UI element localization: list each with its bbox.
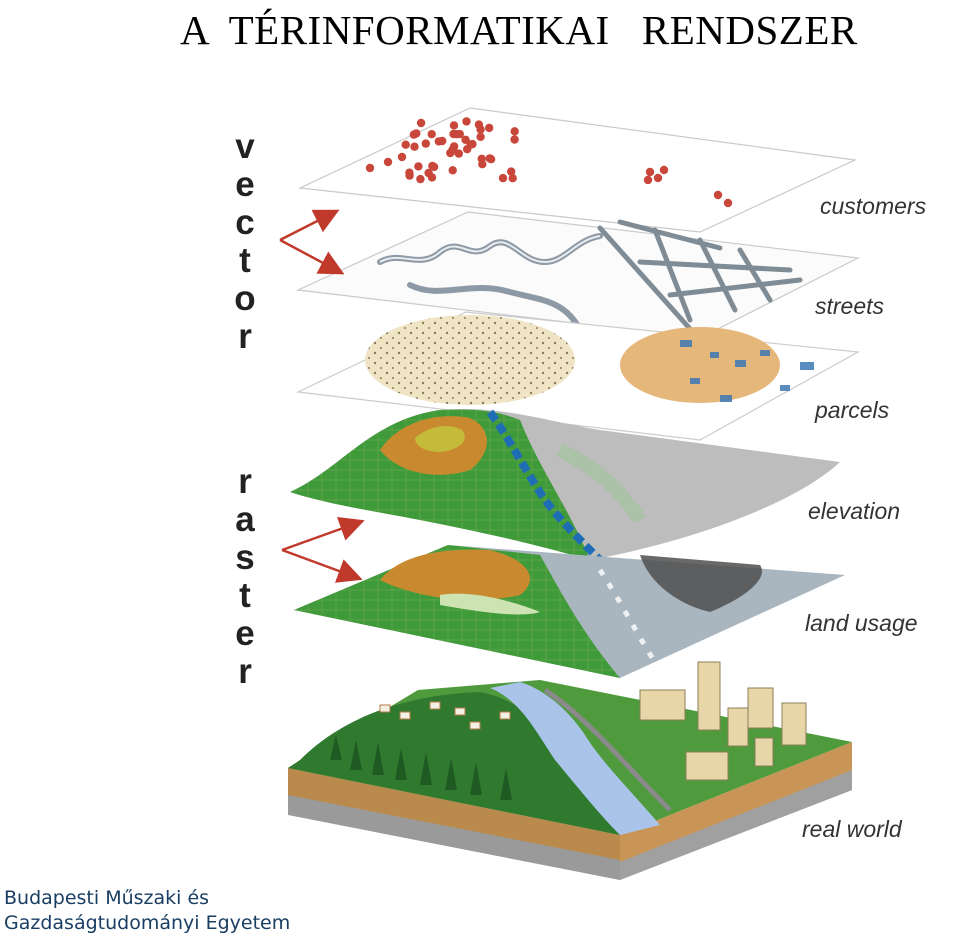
vector-letter: o (234, 279, 256, 318)
raster-letter: e (235, 614, 255, 653)
customer-point (478, 160, 487, 169)
streets-layer (295, 211, 861, 343)
raster-arrows (281, 516, 365, 583)
vector-letter: c (235, 203, 255, 242)
layer-label-streets: streets (815, 293, 885, 319)
customer-point (723, 198, 733, 208)
vector-letter: t (239, 241, 251, 280)
customer-point (428, 161, 437, 171)
customer-point (653, 173, 663, 183)
customer-point (462, 117, 471, 126)
customer-point (713, 190, 723, 200)
layer-label-customers: customers (820, 193, 927, 219)
customer-point (414, 162, 423, 171)
layer-label-real-world: real world (802, 816, 902, 842)
footer-line-1: Budapesti Műszaki és (4, 887, 210, 909)
customer-point (449, 121, 459, 130)
customer-point (485, 123, 494, 133)
raster-letter: t (239, 576, 251, 615)
parcels-layer (295, 311, 860, 441)
customer-point (416, 174, 425, 184)
customer-point (365, 163, 375, 173)
customer-point (412, 129, 421, 138)
customer-point (448, 166, 457, 175)
customer-point (434, 137, 443, 146)
raster-letter: r (238, 652, 252, 691)
footer-institution: Budapesti Műszaki és Gazdaságtudományi E… (4, 886, 290, 936)
customer-point (476, 125, 485, 134)
customer-point (461, 135, 470, 144)
customer-point (416, 118, 426, 128)
customer-point (508, 174, 517, 183)
vector-arrows (279, 209, 345, 275)
vector-letter: e (235, 165, 255, 204)
real-world-block (288, 661, 852, 880)
customer-points (365, 117, 733, 208)
footer-line-2: Gazdaságtudományi Egyetem (4, 912, 291, 934)
customer-point (410, 142, 419, 151)
customer-point (510, 127, 519, 136)
land-usage-layer (294, 545, 845, 678)
raster-letter: a (235, 500, 255, 539)
customer-point (510, 135, 519, 144)
customer-point (421, 139, 430, 148)
customer-point (405, 171, 414, 180)
customer-point (476, 132, 485, 141)
customer-point (401, 140, 410, 149)
vector-letter: r (238, 317, 252, 356)
customer-point (485, 154, 494, 163)
page-title: A TÉRINFORMATIKAI RENDSZER (180, 7, 858, 53)
customer-point (427, 173, 437, 182)
raster-letter: s (235, 538, 255, 577)
customer-point (498, 173, 508, 183)
raster-letter: r (238, 462, 252, 501)
customers-layer (297, 107, 858, 233)
customer-point (397, 152, 407, 162)
layer-label-parcels: parcels (815, 397, 890, 423)
customer-point (507, 167, 516, 176)
customer-point (427, 130, 436, 139)
vector-vertical-label: v e c t o r (225, 128, 265, 356)
customer-point (468, 139, 477, 149)
customer-point (463, 145, 472, 154)
raster-vertical-label: r a s t e r (225, 463, 265, 691)
customer-point (643, 175, 653, 185)
layer-label-elevation: elevation (808, 498, 901, 524)
customer-point (449, 142, 459, 151)
customer-point (383, 157, 393, 167)
customer-point (645, 167, 655, 177)
customer-point (659, 165, 669, 175)
customer-point (452, 130, 461, 139)
elevation-layer (290, 409, 840, 563)
vector-letter: v (235, 127, 255, 166)
layer-label-land-usage: land usage (805, 610, 918, 636)
